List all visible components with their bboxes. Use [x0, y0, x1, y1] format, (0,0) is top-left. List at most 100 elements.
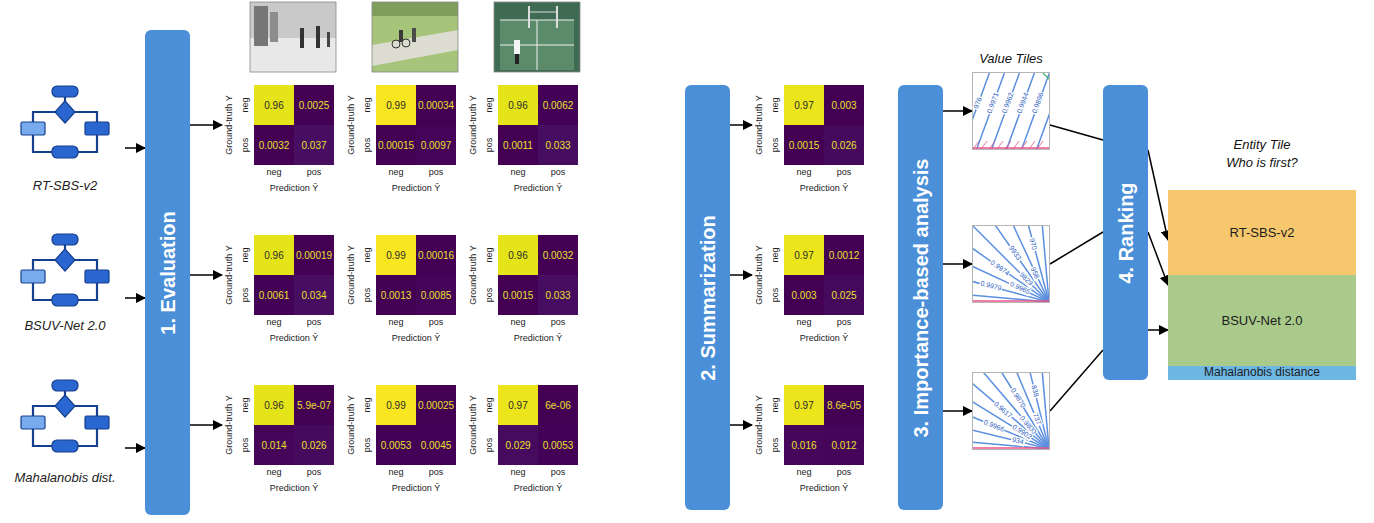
cell-value: 0.00016	[418, 250, 454, 261]
axis-label: neg	[266, 468, 281, 478]
axis-label: pos	[307, 318, 322, 328]
flow-arrow	[730, 124, 752, 126]
cell-value: 0.0085	[421, 290, 452, 301]
rank-name: RT-SBS-v2	[1230, 225, 1295, 239]
flow-arrow	[730, 274, 752, 276]
axis-label: neg	[266, 168, 281, 178]
cell-value: 0.003	[791, 290, 816, 301]
cell-value: 0.97	[794, 400, 813, 411]
axis-label: neg	[485, 97, 495, 112]
confusion-matrix: 0.978.6e-050.0160.012Ground-truth Ynegpo…	[752, 385, 874, 497]
cell-value: 0.00034	[418, 100, 454, 111]
axis-label: Prediction Ŷ	[392, 484, 441, 494]
cell-value: 0.0061	[259, 290, 290, 301]
flow-arrow	[943, 263, 972, 265]
method-icon	[21, 380, 109, 452]
confusion-matrix: 0.990.000160.00130.0085Ground-truth Yneg…	[344, 235, 466, 347]
axis-label: Ground-truth Y	[755, 245, 765, 304]
stage-bar: 2. Summarization	[685, 85, 730, 510]
cell-value: 0.00019	[296, 250, 332, 261]
flow-arrow	[1148, 150, 1168, 240]
video-frame	[494, 2, 580, 72]
cell-value: 0.034	[301, 290, 326, 301]
axis-label: pos	[771, 138, 781, 153]
contour-value: 0.9962	[1001, 91, 1016, 116]
contour-value: 9933	[1006, 243, 1022, 262]
flow-arrow	[943, 110, 972, 112]
axis-label: Prediction Ŷ	[270, 484, 319, 494]
method-icon	[21, 234, 109, 306]
axis-label: neg	[241, 97, 251, 112]
cell-value: 0.0012	[829, 250, 860, 261]
cell-value: 0.97	[794, 250, 813, 261]
axis-label: Ground-truth Y	[225, 245, 235, 304]
cell-value: 0.037	[301, 140, 326, 151]
axis-label: neg	[266, 318, 281, 328]
method-icon: RT-SBS-v2	[5, 80, 125, 193]
method-icon	[21, 86, 109, 158]
axis-label: pos	[307, 168, 322, 178]
cell-value: 0.0011	[503, 140, 533, 151]
flow-arrow	[190, 274, 222, 276]
stage-label: 3. Importance-based analysis	[910, 158, 932, 437]
axis-label: pos	[241, 438, 251, 453]
cell-value: 0.0053	[381, 440, 412, 451]
axis-label: neg	[363, 247, 373, 262]
flow-arrow	[730, 424, 752, 426]
cell-value: 0.033	[545, 140, 570, 151]
cell-value: 0.0045	[421, 440, 452, 451]
rank-band: BSUV-Net 2.0	[1168, 275, 1356, 366]
axis-label: Prediction Ŷ	[800, 184, 849, 194]
flow-arrow	[1050, 350, 1103, 411]
cell-value: 0.0062	[543, 100, 574, 111]
stage-bar: 4. Ranking	[1103, 85, 1148, 380]
video-frame	[372, 2, 458, 72]
axis-label: pos	[485, 138, 495, 153]
axis-label: neg	[771, 397, 781, 412]
confusion-matrix: 0.970.0030.00150.026Ground-truth Ynegpos…	[752, 85, 874, 197]
axis-label: neg	[363, 97, 373, 112]
section-label: Value Tiles	[979, 52, 1043, 66]
flow-arrow	[125, 447, 145, 449]
axis-label: neg	[510, 318, 525, 328]
cell-value: 0.033	[545, 290, 570, 301]
axis-label: Prediction Ŷ	[514, 334, 563, 344]
value-tile: 8387370.98700.98000.96170.99020.9966934	[972, 372, 1050, 450]
cell-value: 6e-06	[545, 400, 571, 411]
contour-value: 976	[973, 95, 985, 110]
cell-value: 0.00025	[418, 400, 454, 411]
cell-value: 0.003	[831, 100, 856, 111]
axis-label: pos	[551, 318, 566, 328]
axis-label: neg	[388, 468, 403, 478]
stage-bar: 1. Evaluation	[145, 30, 190, 515]
cell-value: 0.026	[301, 440, 326, 451]
cell-value: 0.025	[831, 290, 856, 301]
axis-label: Prediction Ŷ	[392, 334, 441, 344]
cell-value: 8.6e-05	[827, 400, 861, 411]
stage-label: 2. Summarization	[697, 215, 719, 381]
rank-name: BSUV-Net 2.0	[1222, 313, 1303, 327]
confusion-matrix: 0.990.000340.000150.0097Ground-truth Yne…	[344, 85, 466, 197]
cell-value: 0.0032	[543, 250, 574, 261]
axis-label: neg	[796, 318, 811, 328]
rank-band: Mahalanobis distance	[1168, 366, 1356, 380]
axis-label: pos	[429, 168, 444, 178]
axis-label: neg	[363, 397, 373, 412]
cell-value: 0.0032	[259, 140, 290, 151]
cell-value: 0.0053	[543, 440, 574, 451]
axis-label: neg	[388, 318, 403, 328]
flow-arrow	[190, 424, 222, 426]
axis-label: pos	[837, 318, 852, 328]
confusion-matrix: 0.960.00620.00110.033Ground-truth Ynegpo…	[466, 85, 588, 197]
contour-value: 970	[1028, 236, 1039, 251]
axis-label: Prediction Ŷ	[800, 334, 849, 344]
axis-label: Ground-truth Y	[347, 245, 357, 304]
contour-lines	[973, 226, 1049, 302]
tile-title: Entity Tile	[1234, 138, 1291, 152]
cell-value: 0.97	[794, 100, 813, 111]
axis-label: Prediction Ŷ	[800, 484, 849, 494]
cell-value: 0.014	[261, 440, 286, 451]
flow-arrow	[943, 410, 972, 412]
